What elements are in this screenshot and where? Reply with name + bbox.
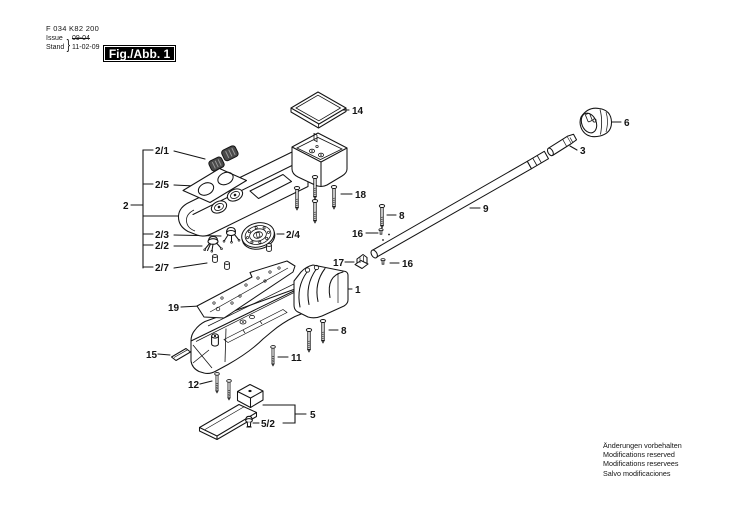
notice-line-es: Salvo modificaciones [603, 468, 671, 478]
part-label-2-5: 2/5 [155, 180, 169, 191]
part-label-2-4: 2/4 [286, 230, 300, 241]
notice-line-de: Änderungen vorbehalten [603, 441, 682, 450]
part-14-lid [290, 91, 347, 129]
part-label-5-2: 5/2 [261, 419, 275, 430]
part-label-9: 9 [483, 204, 489, 215]
stand-label: Stand [46, 43, 65, 51]
part-label-2-1: 2/1 [155, 146, 169, 157]
part-label-2-3: 2/3 [155, 230, 169, 241]
notice-line-en: Modifications reserved [603, 450, 675, 460]
part-19-plate [196, 260, 296, 319]
part-label-12: 12 [188, 380, 200, 391]
part-number: F 034 K82 200 [46, 24, 100, 33]
header: F 034 K82 200 Issue Stand } 09-04 11-02-… [46, 24, 100, 52]
part-label-18: 18 [355, 190, 367, 201]
part-2-1-knobs [208, 145, 239, 172]
part-label-11: 11 [291, 353, 302, 364]
part-8-screws-lower [305, 319, 327, 353]
part-label-5: 5 [310, 410, 316, 421]
part-label-16-upper: 16 [352, 229, 364, 240]
part-label-16-lower: 16 [402, 259, 414, 270]
part-5-2-foot [245, 415, 253, 428]
part-8-screw-upper [378, 204, 386, 229]
part-1-lower-housing [190, 264, 349, 374]
part-label-19: 19 [168, 303, 180, 314]
part-label-2-7: 2/7 [155, 263, 169, 274]
part-2-5-label-plate [182, 167, 248, 204]
part-5-bracket [198, 383, 264, 441]
part-label-17: 17 [333, 258, 345, 269]
part-label-2-2: 2/2 [155, 241, 169, 252]
part-15-wedge [170, 347, 192, 362]
part-label-3: 3 [580, 146, 586, 157]
notice-line-fr: Modifications reservees [603, 459, 679, 469]
button-2 [226, 188, 244, 202]
part-label-2: 2 [123, 201, 129, 212]
current-issue-date: 11-02-09 [71, 43, 100, 51]
part-2-4-disc [241, 222, 276, 250]
part-2-2-knob [203, 235, 223, 253]
part-label-6: 6 [624, 118, 630, 129]
part-label-1: 1 [355, 285, 361, 296]
part-3-adapter [546, 133, 578, 157]
old-issue-date: 09-04 [71, 35, 90, 42]
part-16-screw-upper [378, 228, 384, 235]
button-1 [210, 200, 228, 214]
part-9-tube [370, 150, 550, 259]
part-labels: 2 2/1 2/5 2/3 2/2 2/7 2/4 14 18 6 3 9 8 … [123, 106, 630, 430]
part-6-cap [579, 107, 613, 138]
figure-number-badge: Fig./Abb. 1 [103, 45, 176, 62]
issue-stand-block: Issue Stand } 09-04 11-02-09 [46, 35, 100, 52]
modifications-notice: Änderungen vorbehalten Modifications res… [603, 441, 682, 478]
grouping-brace: } [66, 35, 71, 52]
part-2-upper-housing [177, 132, 348, 237]
part-17-clip [354, 253, 369, 270]
part-label-14: 14 [352, 106, 364, 117]
part-16-screw-lower [380, 258, 386, 265]
part-label-8-upper: 8 [399, 211, 405, 222]
part-2-3-knob [222, 226, 241, 244]
part-12-screws [215, 373, 232, 400]
part-11-screw [271, 346, 276, 366]
part-label-8-lower: 8 [341, 326, 347, 337]
part-label-15: 15 [146, 350, 158, 361]
issue-label: Issue [46, 35, 63, 42]
